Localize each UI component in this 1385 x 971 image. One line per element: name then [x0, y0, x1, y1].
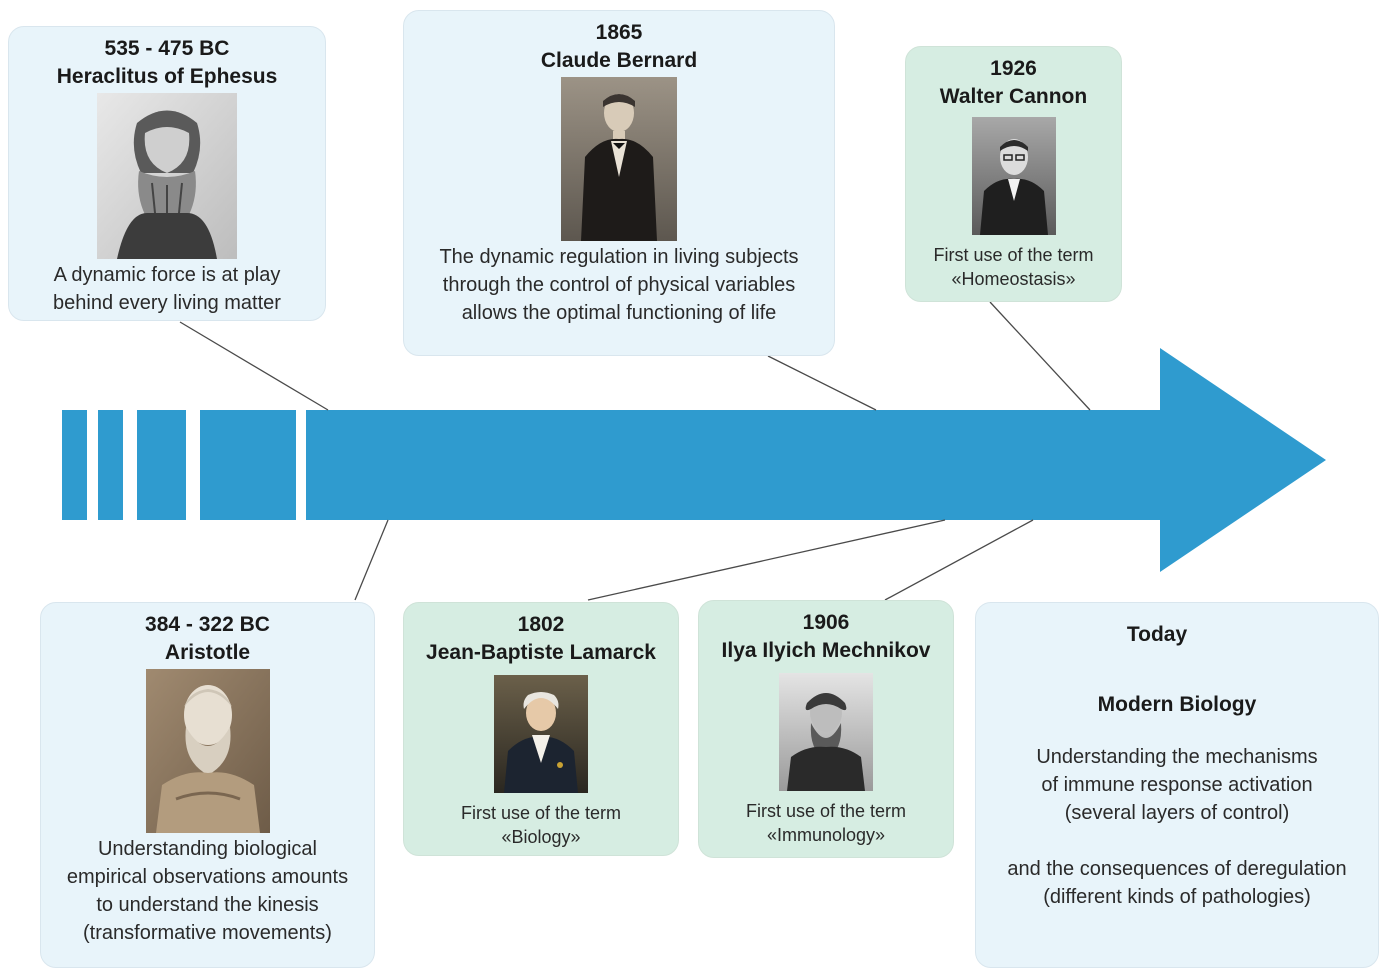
event-description-line: (transformative movements)	[83, 922, 332, 944]
connector-lamarck	[587, 519, 946, 601]
connector-heraclitus	[179, 321, 329, 411]
event-card-mechnikov: 1906 Ilya Ilyich Mechnikov First use of …	[698, 600, 954, 858]
event-date: Today	[1126, 623, 1188, 646]
event-date: 1865	[595, 21, 643, 44]
event-name: Modern Biology	[1097, 693, 1257, 716]
connector-aristotle	[354, 519, 389, 601]
event-card-bernard: 1865 Claude Bernard The dynamic regulati…	[403, 10, 835, 356]
event-description-line: and the consequences of deregulation	[1007, 858, 1347, 880]
event-card-today: Today Modern Biology Understanding the m…	[975, 602, 1379, 968]
connector-cannon	[989, 301, 1091, 411]
event-date: 535 - 475 BC	[104, 37, 230, 60]
event-description-line: through the control of physical variable…	[442, 274, 796, 296]
aristotle-portrait-icon	[145, 669, 270, 833]
event-description-line: «Homeostasis»	[951, 269, 1076, 289]
event-description-line: (several layers of control)	[1064, 802, 1290, 824]
event-card-cannon: 1926 Walter Cannon First use of the term…	[905, 46, 1122, 302]
heraclitus-portrait-icon	[97, 93, 237, 259]
event-description-line: The dynamic regulation in living subject…	[439, 246, 799, 268]
event-card-heraclitus: 535 - 475 BC Heraclitus of Ephesus A dyn…	[8, 26, 326, 321]
event-description-line: behind every living matter	[53, 292, 281, 314]
event-description-line: «Biology»	[501, 827, 581, 847]
lamarck-portrait-icon	[494, 675, 588, 793]
event-description-line: allows the optimal functioning of life	[461, 302, 777, 324]
event-name: Claude Bernard	[540, 49, 698, 72]
cannon-portrait-icon	[971, 117, 1056, 235]
event-description-line: «Immunology»	[766, 825, 886, 845]
event-name: Walter Cannon	[939, 85, 1088, 108]
event-description-line: First use of the term	[745, 801, 907, 821]
bernard-portrait-icon	[561, 77, 677, 241]
event-date: 1926	[990, 57, 1037, 80]
event-description-line: A dynamic force is at play	[53, 264, 281, 286]
timeline-arrow	[62, 348, 1326, 572]
mechnikov-portrait-icon	[779, 673, 873, 791]
event-card-lamarck: 1802 Jean-Baptiste Lamarck First use of …	[403, 602, 679, 856]
timeline-segment-1	[62, 410, 87, 520]
event-name: Ilya Ilyich Mechnikov	[721, 639, 931, 662]
connector-bernard	[767, 355, 877, 411]
event-description-line: First use of the term	[933, 245, 1094, 265]
timeline-arrow-body	[306, 348, 1326, 572]
event-description-line: Understanding biological	[97, 838, 318, 860]
event-description-line: to understand the kinesis	[96, 894, 319, 916]
event-description-line: (different kinds of pathologies)	[1043, 886, 1311, 908]
event-date: 384 - 322 BC	[145, 613, 270, 636]
event-description-line: empirical observations amounts	[66, 866, 349, 888]
event-description-line: First use of the term	[460, 803, 622, 823]
event-name: Heraclitus of Ephesus	[56, 65, 278, 88]
timeline-segment-2	[98, 410, 123, 520]
event-card-aristotle: 384 - 322 BC Aristotle Understanding bio…	[40, 602, 375, 968]
timeline-segment-3	[137, 410, 186, 520]
event-date: 1906	[802, 611, 850, 634]
event-name: Jean-Baptiste Lamarck	[426, 641, 656, 664]
connector-mechnikov	[884, 519, 1034, 601]
connector-lines	[179, 301, 1091, 601]
event-description-line: Understanding the mechanisms	[1036, 746, 1318, 768]
event-date: 1802	[517, 613, 565, 636]
timeline-segment-4	[200, 410, 296, 520]
event-description-line: of immune response activation	[1041, 774, 1313, 796]
event-name: Aristotle	[164, 641, 251, 664]
